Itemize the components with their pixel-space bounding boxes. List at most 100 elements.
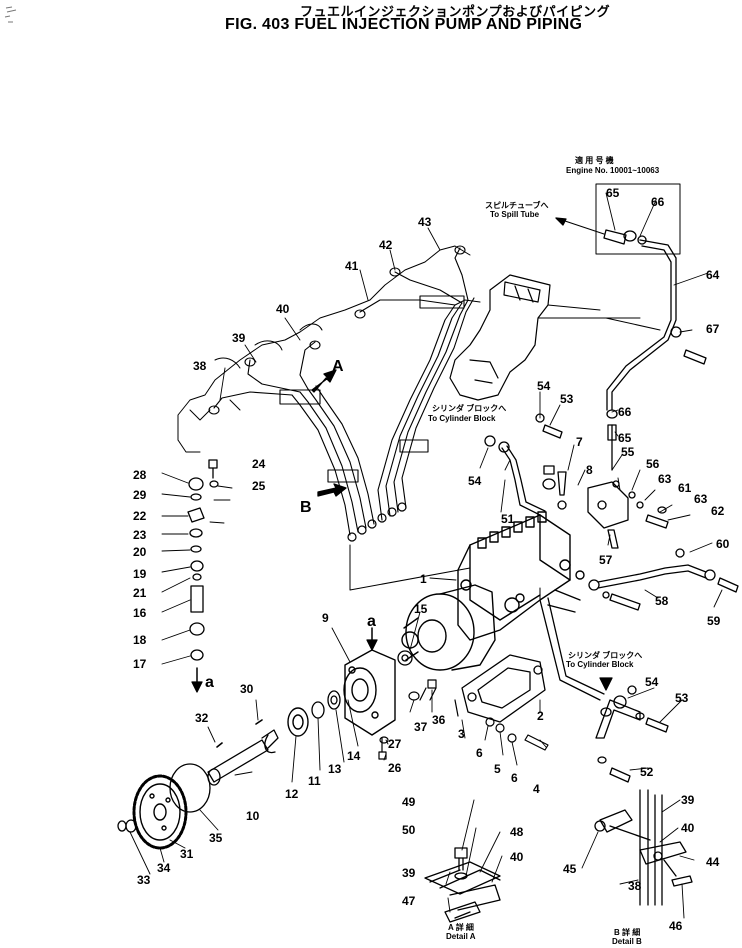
view-label-B: B: [300, 499, 312, 516]
note-cyl-lower-en: To Cylinder Block: [566, 660, 634, 669]
note-spill-en: To Spill Tube: [490, 210, 540, 219]
washer-6b: [507, 733, 517, 743]
callout-57: 57: [599, 553, 613, 567]
callout-7: 7: [576, 435, 583, 449]
callout-60: 60: [716, 537, 730, 551]
note-engine-en: Engine No. 10001~10063: [566, 166, 660, 175]
callout-4: 4: [533, 782, 540, 796]
callout-36: 36: [432, 713, 446, 727]
callout-38: 38: [193, 359, 207, 373]
callout-19: 19: [133, 567, 147, 581]
feed-pipe-58: [588, 548, 739, 611]
callout-18: 18: [133, 633, 147, 647]
callout-26: 26: [388, 761, 402, 775]
callout-detail-a-47: 47: [402, 894, 416, 908]
callout-65b: 65: [618, 431, 632, 445]
callout-66b: 66: [618, 405, 632, 419]
callout-55: 55: [621, 445, 635, 459]
callout-detail-a-50: 50: [402, 823, 416, 837]
callout-detail-b-45: 45: [563, 862, 577, 876]
callout-27: 27: [388, 737, 402, 751]
note-cyl-upper-jp: シリンダ ブロックへ: [432, 403, 506, 413]
note-cyl-upper-en: To Cylinder Block: [428, 414, 496, 423]
view-arrow-A: [311, 369, 337, 393]
callout-21: 21: [133, 586, 147, 600]
callout-65a: 65: [606, 186, 620, 200]
callout-28: 28: [133, 468, 147, 482]
callout-66a: 66: [651, 195, 665, 209]
cylinder-block-pipe-upper: [484, 413, 563, 516]
arrow-a-upper-head: [366, 639, 378, 651]
callout-32: 32: [195, 711, 209, 725]
callout-51: 51: [501, 512, 515, 526]
callout-6a: 6: [476, 746, 483, 760]
timing-gear: [132, 774, 188, 850]
reference-line: [349, 544, 471, 591]
washer-5: [495, 723, 505, 733]
callout-52: 52: [640, 765, 654, 779]
callout-1: 1: [420, 572, 427, 586]
o-ring: [169, 763, 211, 813]
callout-59: 59: [707, 614, 721, 628]
return-piping: [595, 183, 707, 441]
callout-6b: 6: [511, 771, 518, 785]
view-label-a-upper: a: [367, 613, 376, 630]
pump-mount-bracket: [461, 654, 546, 723]
callout-34: 34: [157, 861, 171, 875]
callout-64: 64: [706, 268, 720, 282]
callout-3: 3: [458, 727, 465, 741]
callout-33: 33: [137, 873, 151, 887]
detail-b-en: Detail B: [612, 937, 642, 946]
manifold: [449, 274, 661, 401]
callout-22: 22: [133, 509, 147, 523]
callout-53a: 53: [560, 392, 574, 406]
detail-b-jp: B 詳 細: [614, 927, 640, 937]
callout-17: 17: [133, 657, 147, 671]
leader-lines: [129, 192, 723, 919]
view-label-a-lower: a: [205, 674, 214, 691]
callout-11: 11: [308, 774, 321, 788]
callout-detail-a-39: 39: [402, 866, 416, 880]
callout-8: 8: [586, 463, 593, 477]
note-spill-jp: スピルチューブへ: [485, 200, 549, 210]
bolt-36: [419, 679, 437, 701]
injection-pipes: [208, 245, 475, 536]
callout-39: 39: [232, 331, 246, 345]
callout-43: 43: [418, 215, 432, 229]
detail-a-drawing: [424, 847, 501, 923]
bolt-26: [378, 737, 387, 760]
callout-63b: 63: [694, 492, 708, 506]
engine-block-outline: [177, 245, 481, 453]
figure-title-japanese: フュエルインジェクションポンプおよびパイピング: [300, 4, 611, 19]
bearing-11: [287, 707, 309, 737]
callout-56: 56: [646, 457, 660, 471]
pipe-nuts: [347, 502, 407, 542]
injection-pump-body: [457, 511, 585, 641]
callout-24: 24: [252, 457, 266, 471]
callout-67: 67: [706, 322, 720, 336]
callout-41: 41: [345, 259, 359, 273]
callout-53b: 53: [675, 691, 689, 705]
drive-flange: [343, 649, 396, 736]
callout-25: 25: [252, 479, 266, 493]
callout-10: 10: [246, 809, 260, 823]
callout-30: 30: [240, 682, 254, 696]
collar-13: [311, 701, 325, 719]
nut-15: [397, 650, 413, 666]
snap-ring: [264, 734, 276, 754]
cylinder-block-pipe-lower: [539, 597, 669, 783]
callout-detail-b-44: 44: [706, 855, 720, 869]
detail-a-jp: A 詳 細: [448, 922, 474, 932]
detail-a-en: Detail A: [446, 932, 476, 941]
callout-63a: 63: [658, 472, 672, 486]
callout-detail-a-40: 40: [510, 850, 524, 864]
bracket-55: [587, 424, 669, 549]
callout-37: 37: [414, 720, 428, 734]
view-arrow-B: [317, 483, 347, 497]
spacer-14: [327, 690, 341, 710]
callout-14: 14: [347, 749, 361, 763]
callout-detail-a-49: 49: [402, 795, 416, 809]
callout-31: 31: [180, 847, 194, 861]
callout-detail-b-46: 46: [669, 919, 683, 933]
callout-29: 29: [133, 488, 147, 502]
